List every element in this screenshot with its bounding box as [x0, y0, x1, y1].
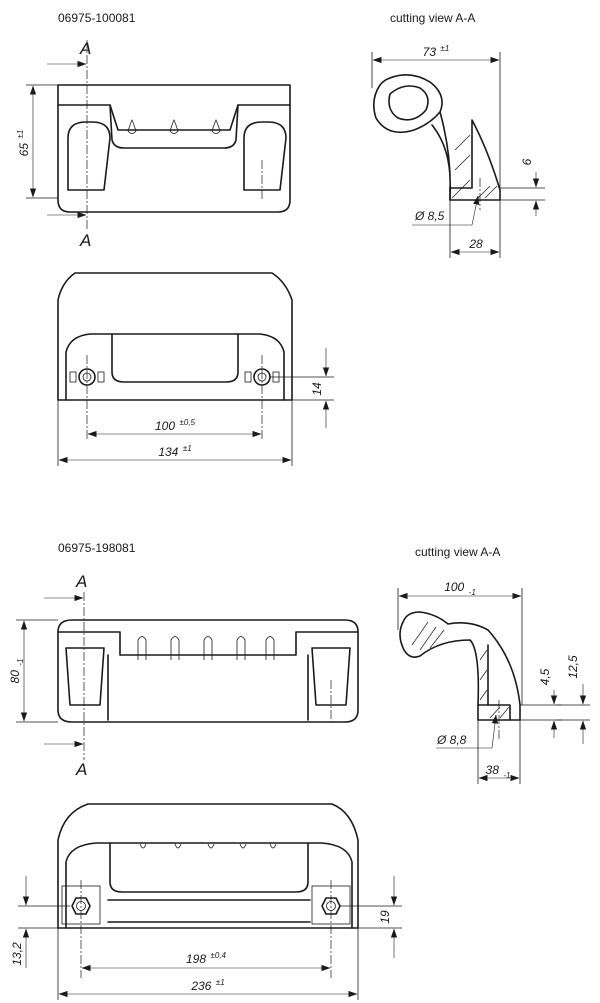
- svg-text:65 ±1: 65 ±1: [15, 130, 32, 157]
- dim-wall-2: 4,5: [520, 668, 562, 738]
- dim-bore-2: Ø 8,8: [436, 714, 499, 749]
- dim-foot-value-2: 38: [486, 763, 500, 777]
- dim-wall-1: 6: [500, 158, 545, 216]
- dim-length-1: 134 ±1: [57, 400, 293, 466]
- section-letter-top-2: A: [75, 572, 87, 591]
- svg-text:100 -1: 100 -1: [444, 578, 476, 597]
- dim-bore-1: Ø 8,5: [412, 195, 480, 226]
- svg-text:73 ±1: 73 ±1: [423, 43, 450, 60]
- dim-depth-tol-1: ±1: [440, 44, 449, 53]
- section-marker-2: A A: [44, 572, 87, 779]
- section-marker-1: A A: [47, 39, 91, 250]
- dim-height-value-1: 65: [17, 143, 31, 157]
- dim-height-tol-1: ±1: [16, 130, 25, 139]
- dim-foot-tol-2: -1: [503, 771, 510, 780]
- svg-text:100 ±0,5: 100 ±0,5: [155, 417, 196, 434]
- dim-length-tol-2: ±1: [216, 978, 225, 987]
- dim-wall-value-1: 6: [520, 158, 534, 165]
- dim-height-tol-2: -1: [16, 659, 25, 666]
- dim-foot-1: 28: [449, 200, 501, 258]
- dim-hole-spacing-tol-1: ±0,5: [179, 418, 195, 427]
- dim-step-value-2: 12,5: [566, 655, 580, 679]
- dim-hole-offset-2: 19: [340, 876, 402, 958]
- dim-hole-offset-value-2: 19: [378, 910, 392, 924]
- svg-text:38 -1: 38 -1: [486, 761, 511, 780]
- dim-height-1: 65 ±1: [15, 84, 58, 199]
- dim-bore-value-2: Ø 8,8: [436, 733, 467, 747]
- article-number-2: 06975-198081: [58, 541, 136, 555]
- dim-hole-spacing-value-1: 100: [155, 419, 175, 433]
- dim-hole-spacing-value-2: 198: [186, 952, 206, 966]
- section-letter-bottom-1: A: [79, 231, 91, 250]
- bottom-view-1: [57, 272, 293, 440]
- section-letter-bottom-2: A: [75, 760, 87, 779]
- dim-height-value-2: 80: [8, 670, 22, 684]
- dim-step-2: 12,5: [556, 655, 590, 744]
- dim-depth-tol-2: -1: [469, 588, 476, 597]
- dim-hole-spacing-tol-2: ±0,4: [210, 951, 226, 960]
- dim-length-2: 236 ±1: [57, 928, 359, 1000]
- section-letter-top-1: A: [79, 39, 91, 58]
- svg-text:134 ±1: 134 ±1: [158, 443, 191, 460]
- dim-bore-value-1: Ø 8,5: [414, 209, 445, 223]
- section-title-2: cutting view A-A: [415, 545, 500, 559]
- dim-hole-offset-value-1: 14: [310, 382, 324, 396]
- front-view-1: [57, 40, 291, 230]
- dim-depth-value-1: 73: [423, 45, 437, 59]
- dim-edge-offset-2: 13,2: [10, 876, 70, 968]
- front-view-2: [57, 592, 359, 760]
- dim-hole-spacing-2: 198 ±0,4: [81, 950, 331, 972]
- dim-depth-value-2: 100: [444, 580, 464, 594]
- dim-foot-value-1: 28: [468, 237, 483, 251]
- dim-height-2: 80 -1: [6, 619, 58, 723]
- svg-text:198 ±0,4: 198 ±0,4: [186, 950, 227, 967]
- dim-length-value-1: 134: [158, 445, 178, 459]
- section-view-2: [399, 611, 521, 740]
- dim-depth-1: 73 ±1: [371, 43, 501, 190]
- dim-edge-offset-value-2: 13,2: [10, 942, 24, 966]
- dim-foot-2: 38 -1: [477, 720, 521, 784]
- section-title-1: cutting view A-A: [390, 11, 475, 25]
- dim-hole-spacing-1: 100 ±0,5: [87, 417, 262, 438]
- svg-text:80 -1: 80 -1: [6, 659, 25, 684]
- dim-length-tol-1: ±1: [183, 444, 192, 453]
- dim-wall-value-2: 4,5: [538, 668, 552, 685]
- svg-text:236 ±1: 236 ±1: [190, 977, 224, 994]
- dim-length-value-2: 236: [190, 979, 211, 993]
- article-number-1: 06975-100081: [58, 11, 136, 25]
- section-view-1: [372, 74, 501, 210]
- bottom-view-2: [57, 803, 359, 978]
- dim-hole-offset-1: 14: [270, 348, 334, 428]
- dim-depth-2: 100 -1: [397, 578, 523, 705]
